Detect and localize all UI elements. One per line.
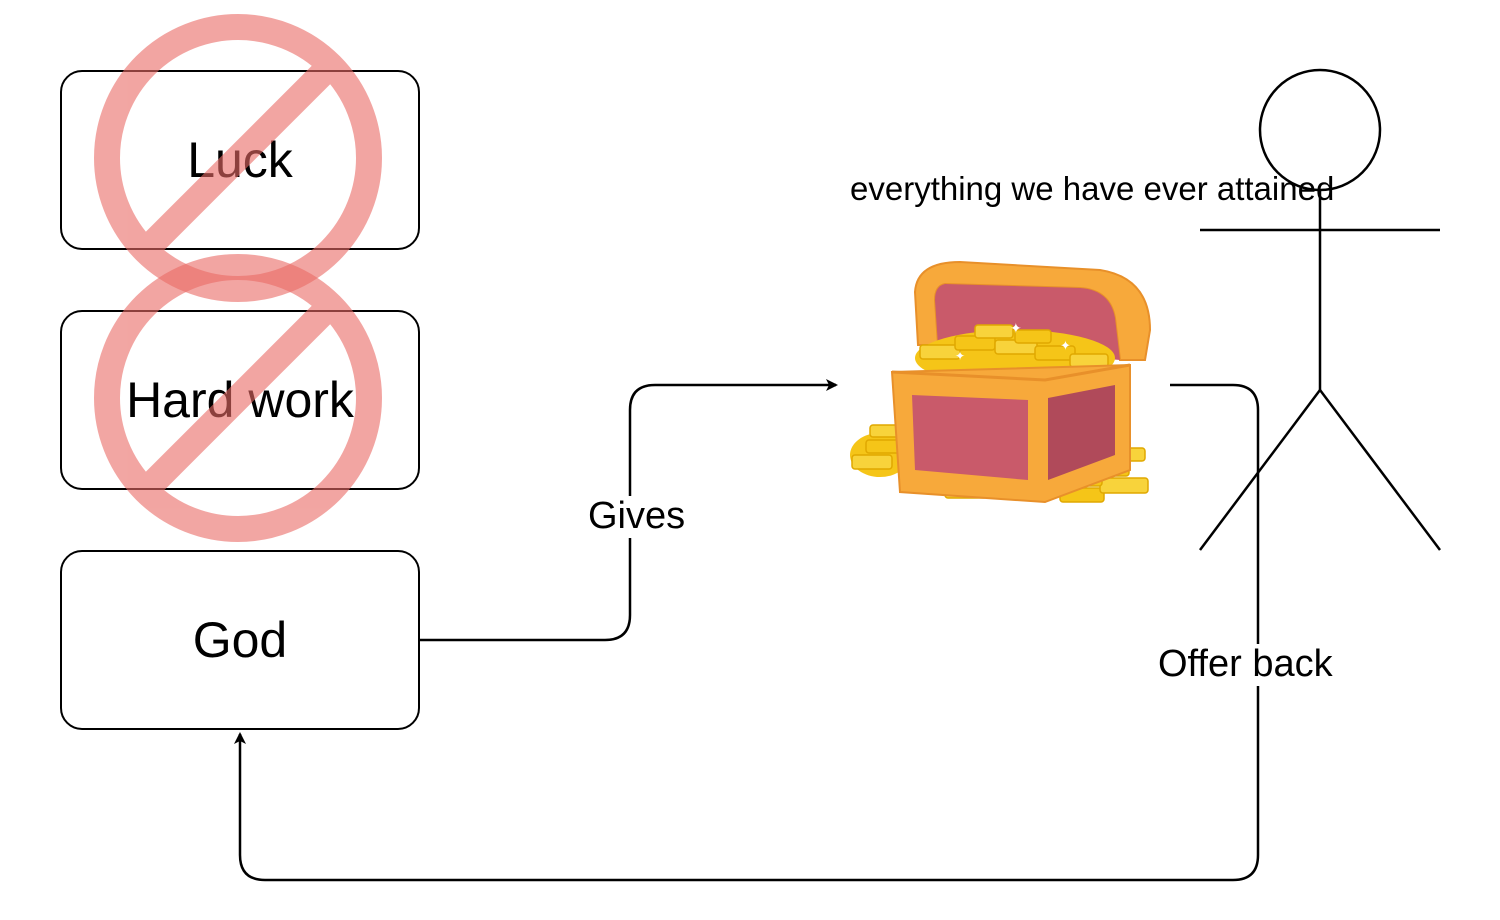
- gold-bars-left: [850, 424, 910, 477]
- god-box[interactable]: God: [60, 550, 420, 730]
- svg-text:✦: ✦: [955, 349, 965, 363]
- svg-text:✦: ✦: [1060, 339, 1071, 354]
- god-label: God: [192, 612, 288, 668]
- chest-body: [890, 363, 1131, 504]
- prohibited-icon: [94, 14, 382, 302]
- treasure-caption: everything we have ever attained: [850, 170, 1335, 207]
- offer-back-connector[interactable]: [234, 383, 1260, 882]
- gives-edge-label: Gives: [584, 495, 690, 538]
- svg-text:✦: ✦: [1010, 321, 1022, 337]
- offer-back-edge-label: Offer back: [1154, 643, 1337, 686]
- prohibited-icon: [94, 254, 382, 542]
